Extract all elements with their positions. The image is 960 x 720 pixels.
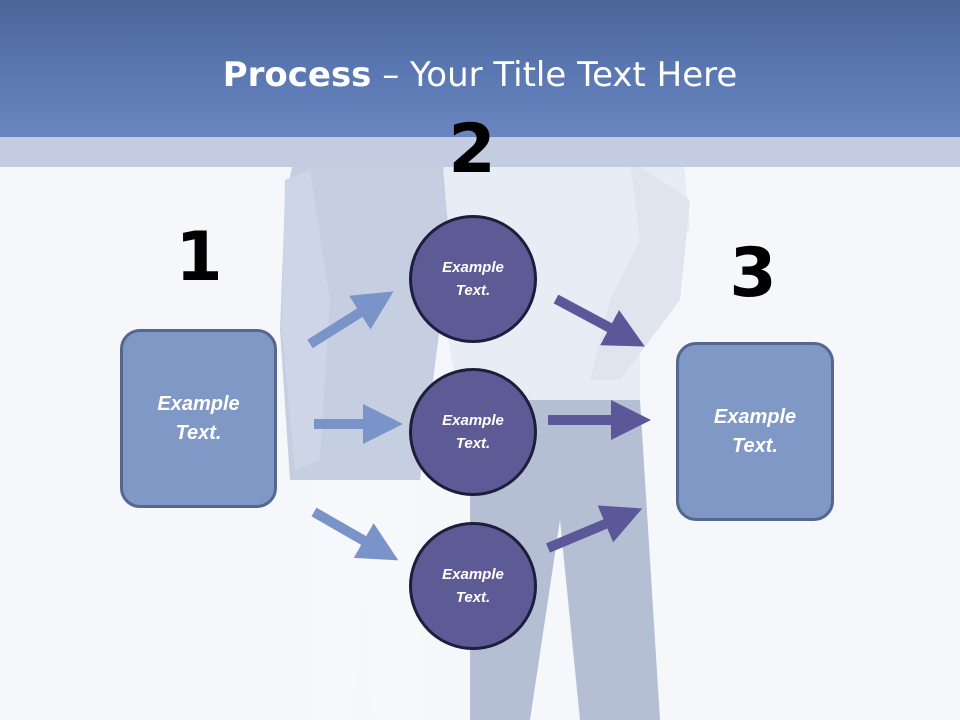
circle-middle-text-line2: Text. bbox=[455, 435, 491, 452]
step-2-number: 2 bbox=[448, 110, 496, 189]
step-1-text: Example Text. bbox=[157, 390, 239, 448]
circle-top-text-line1: Example bbox=[442, 259, 504, 276]
step-3-box: Example Text. bbox=[676, 342, 834, 521]
arrow-1-to-bottom bbox=[311, 507, 399, 561]
step-3-text-line1: Example bbox=[713, 405, 797, 428]
step-3-number: 3 bbox=[729, 234, 777, 313]
circle-bottom-text-line1: Example bbox=[442, 566, 504, 583]
circle-middle-text-line1: Example bbox=[442, 412, 504, 429]
circle-bottom-text: Example Text. bbox=[442, 563, 504, 609]
circle-top-text-line2: Text. bbox=[455, 282, 491, 299]
circle-top-text: Example Text. bbox=[442, 256, 504, 302]
step-1-number: 1 bbox=[175, 218, 223, 297]
arrow-top-to-3 bbox=[553, 294, 645, 347]
header-bar bbox=[0, 0, 960, 137]
header-band bbox=[0, 137, 960, 167]
step-1-text-line2: Text. bbox=[175, 421, 222, 444]
arrow-bottom-to-3 bbox=[546, 505, 643, 553]
step-3-text: Example Text. bbox=[714, 403, 796, 461]
arrow-1-to-top bbox=[307, 291, 394, 349]
step-1-box: Example Text. bbox=[120, 329, 277, 508]
circle-middle-text: Example Text. bbox=[442, 409, 504, 455]
step-3-text-line2: Text. bbox=[732, 434, 778, 457]
step-1-text-line1: Example bbox=[157, 392, 240, 415]
step-2-circle-top: Example Text. bbox=[409, 215, 537, 343]
circle-bottom-text-line2: Text. bbox=[455, 589, 491, 606]
slide-title: Process – Your Title Text Here bbox=[0, 54, 960, 96]
step-2-circle-middle: Example Text. bbox=[409, 368, 537, 496]
title-bold: Process bbox=[222, 55, 372, 95]
title-rest: – Your Title Text Here bbox=[371, 55, 738, 95]
step-2-circle-bottom: Example Text. bbox=[409, 522, 537, 650]
